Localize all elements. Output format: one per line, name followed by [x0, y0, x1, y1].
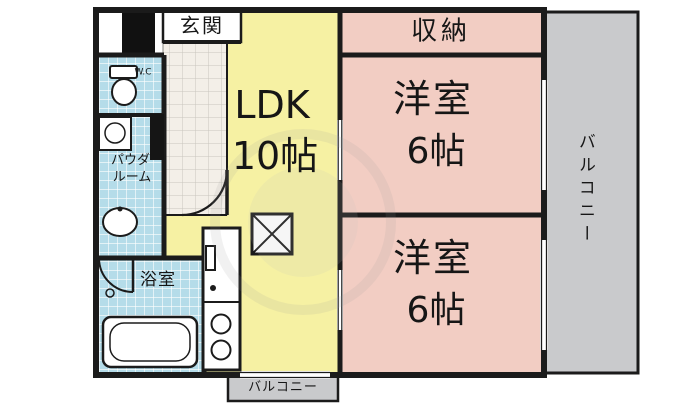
- window-western-bottom: [540, 240, 548, 350]
- balcony-bottom: [226, 373, 340, 403]
- watermark-ring: [210, 129, 396, 315]
- wc-label: W.C: [134, 67, 152, 78]
- storage-label: 収納: [410, 16, 472, 47]
- bath-fixtures: [101, 288, 199, 369]
- bathtub-inner-icon: [109, 322, 191, 362]
- balcony-bottom-label: バルコニー: [248, 380, 318, 396]
- sink-faucet-icon: [117, 206, 123, 212]
- door-swing-bath-arc: [98, 257, 134, 293]
- toilet-tank-icon: [109, 65, 138, 79]
- powder-label-line1: パウダー: [110, 153, 164, 169]
- stove-burner-icon: [210, 339, 232, 361]
- washing-machine-icon: [98, 116, 132, 151]
- wc-fixtures: [109, 65, 138, 106]
- ldk-name-label: LDK: [234, 83, 310, 128]
- watermark-blob: [248, 167, 358, 277]
- window-western-top: [540, 80, 548, 190]
- door-gap-western-top-lines: [337, 120, 343, 180]
- closet-cross-box: [250, 212, 294, 256]
- window-ldk-bottom: [240, 371, 330, 379]
- pillar: [122, 7, 155, 55]
- windows: [240, 80, 548, 379]
- ldk-size-label: 10帖: [231, 134, 319, 179]
- balcony-right-label: バルコニー: [574, 132, 595, 248]
- powder-fixtures: [98, 114, 164, 237]
- kitchen-unit: [201, 226, 242, 372]
- western-bottom-name-label: 洋室: [392, 236, 474, 281]
- shower-icon: [105, 288, 115, 298]
- balcony-right: [542, 10, 640, 375]
- watermark: [210, 129, 396, 315]
- balcony-right-area: [542, 10, 640, 375]
- door-gap-western-top: [337, 120, 343, 180]
- entrance-tataki: [162, 41, 228, 216]
- bathtub-icon: [101, 315, 199, 369]
- western-top-name-label: 洋室: [392, 77, 474, 122]
- bath-label: 浴室: [140, 270, 176, 291]
- entrance-label: 玄関: [180, 13, 224, 38]
- washing-machine-drum-icon: [104, 122, 126, 144]
- doors: [98, 169, 229, 293]
- window-western-bottom-lines: [540, 240, 548, 350]
- closet-cross-icon: [251, 213, 293, 255]
- window-western-top-lines: [540, 80, 548, 190]
- door-gap-western-bottom: [337, 270, 343, 330]
- door-gap-western-bottom-lines: [337, 270, 343, 330]
- room-western-bottom-floor: [340, 215, 544, 375]
- room-storage-floor: [340, 10, 544, 55]
- stove-burner-icon: [210, 313, 232, 335]
- window-ldk-bottom-lines: [240, 371, 330, 379]
- room-western-top-floor: [340, 55, 544, 215]
- vanity-icon: [150, 114, 164, 160]
- kitchen-sink-icon: [205, 245, 216, 271]
- western-bottom-size-label: 6帖: [406, 290, 466, 332]
- kitchen-faucet-icon: [210, 285, 216, 291]
- sink-icon: [102, 207, 138, 237]
- toilet-bowl-icon: [111, 78, 137, 106]
- powder-label-line2: ルーム: [112, 170, 152, 186]
- western-top-size-label: 6帖: [406, 131, 466, 173]
- balcony-bottom-area: [226, 373, 340, 403]
